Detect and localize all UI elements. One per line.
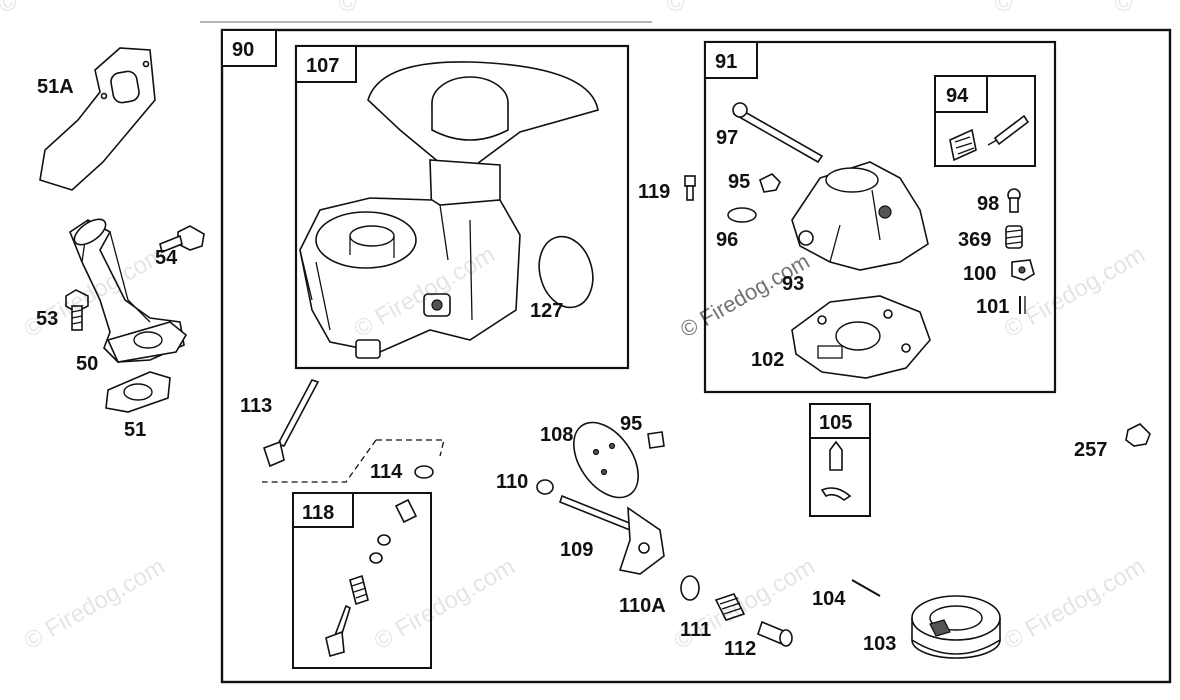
callout-100: 100 <box>963 263 996 285</box>
box-label-91: 91 <box>715 51 737 73</box>
box-label-frame-90 <box>221 29 277 67</box>
box-label-94: 94 <box>946 85 969 107</box>
callout-51A: 51A <box>37 76 74 98</box>
group-box-91 <box>703 40 1057 394</box>
callout-113: 113 <box>240 395 272 417</box>
box-label-frame-107 <box>295 45 357 83</box>
part-110A-washer <box>680 575 700 601</box>
part-118-needle-kit <box>325 498 418 658</box>
callout-104: 104 <box>812 588 846 610</box>
dashed-bracket <box>262 439 445 483</box>
part-95-screw-upper <box>759 173 781 193</box>
box-label-frame-94 <box>934 75 988 113</box>
callout-54: 54 <box>155 247 178 269</box>
callout-98: 98 <box>977 193 999 215</box>
part-104-pin <box>851 579 881 597</box>
part-109-choke-shaft <box>559 494 665 575</box>
callout-97: 97 <box>716 127 738 149</box>
callout-101: 101 <box>976 296 1009 318</box>
callout-127: 127 <box>530 300 563 322</box>
part-107-carburetor-body <box>299 61 599 359</box>
part-51A-heat-shield <box>39 47 156 191</box>
watermark-text: © Firedog.com <box>1000 553 1150 655</box>
part-50-intake-elbow <box>69 218 188 363</box>
box-label-frame-118 <box>292 492 354 528</box>
part-369-spring <box>1005 225 1023 249</box>
callout-257: 257 <box>1074 439 1107 461</box>
part-111-spring <box>714 593 746 621</box>
part-54-bolt <box>159 225 205 254</box>
part-51-gasket <box>105 371 171 413</box>
group-box-118 <box>292 492 432 669</box>
part-101-pin <box>1019 296 1026 314</box>
box-label-90: 90 <box>232 39 254 61</box>
watermark-text: © Firedog.com <box>20 553 170 655</box>
part-119-screw <box>684 175 696 201</box>
part-93-upper-body <box>791 161 929 271</box>
part-103-float <box>911 595 1001 659</box>
box-label-frame-105 <box>809 403 871 439</box>
callout-119: 119 <box>638 181 670 203</box>
part-127-disc <box>538 235 594 309</box>
callout-112: 112 <box>724 638 756 660</box>
part-98-screw <box>1007 188 1021 213</box>
part-94-needle-valve <box>949 114 1030 162</box>
callout-111: 111 <box>680 619 711 641</box>
group-box-90 <box>220 28 1172 684</box>
callout-110: 110 <box>496 471 528 493</box>
callout-114: 114 <box>370 461 403 483</box>
callout-53: 53 <box>36 308 58 330</box>
callout-95-lower: 95 <box>620 413 642 435</box>
callout-96: 96 <box>716 229 738 251</box>
part-97-shaft <box>732 102 824 164</box>
part-110-washer <box>536 479 554 495</box>
watermark-text: © Fi <box>334 0 386 19</box>
callout-369: 369 <box>958 229 991 251</box>
callout-110A: 110A <box>619 595 666 617</box>
part-102-gasket <box>791 295 931 379</box>
watermark-text: © Firedog.com <box>1000 241 1150 343</box>
box-label-105: 105 <box>819 412 852 434</box>
part-113-needle <box>262 379 320 468</box>
part-96-disc <box>727 207 757 223</box>
watermark-text: © Fire <box>1110 0 1180 19</box>
part-105-inlet-needle <box>820 440 852 501</box>
part-53-bolt <box>65 289 89 331</box>
part-95-screw-lower <box>647 431 665 449</box>
callout-95-upper: 95 <box>728 171 750 193</box>
callout-102: 102 <box>751 349 784 371</box>
callout-93: 93 <box>782 273 804 295</box>
group-box-107 <box>294 44 630 370</box>
part-114-washer <box>414 465 434 479</box>
box-label-118: 118 <box>302 502 334 524</box>
part-112-screw <box>757 620 793 647</box>
part-108-disc <box>573 421 639 499</box>
box-label-107: 107 <box>306 55 339 77</box>
watermark-text: © Firedog.com <box>662 0 812 19</box>
callout-108: 108 <box>540 424 573 446</box>
watermark-text: © Firedog.com <box>370 553 520 655</box>
callout-103: 103 <box>863 633 896 655</box>
callout-51: 51 <box>124 419 146 441</box>
part-100-clip <box>1011 259 1035 281</box>
watermark-text: © Fire <box>0 0 64 19</box>
part-257-screw <box>1125 423 1151 447</box>
callout-109: 109 <box>560 539 593 561</box>
callout-50: 50 <box>76 353 98 375</box>
box-label-frame-91 <box>704 41 758 79</box>
